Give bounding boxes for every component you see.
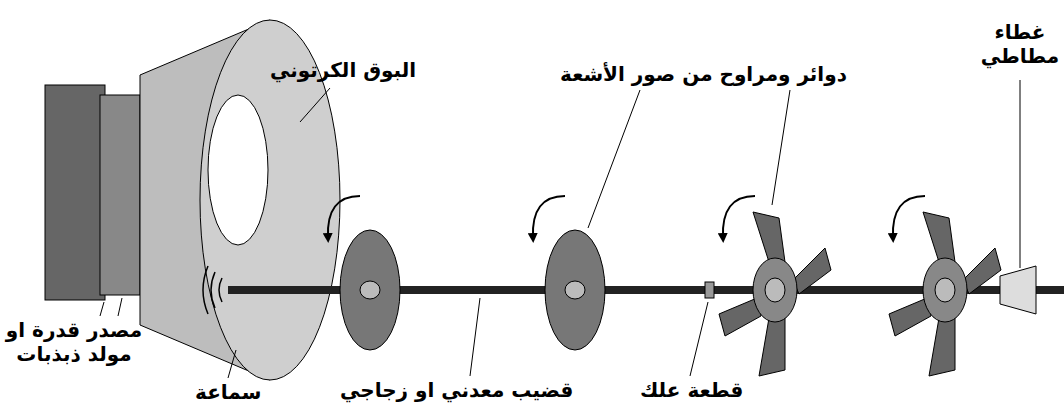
part-label: قضيب معدني او زجاجي: [340, 378, 573, 402]
part-label: مصدر قدرة او مولد ذبذبات: [4, 318, 144, 366]
part-label: قطعة علك: [640, 378, 743, 402]
part-label: سماعة: [195, 380, 261, 404]
part-label: غطاء مطاطي: [980, 20, 1060, 68]
part-label: دوائر ومراوح من صور الأشعة: [560, 62, 847, 86]
part-label: البوق الكرتوني: [270, 58, 416, 82]
